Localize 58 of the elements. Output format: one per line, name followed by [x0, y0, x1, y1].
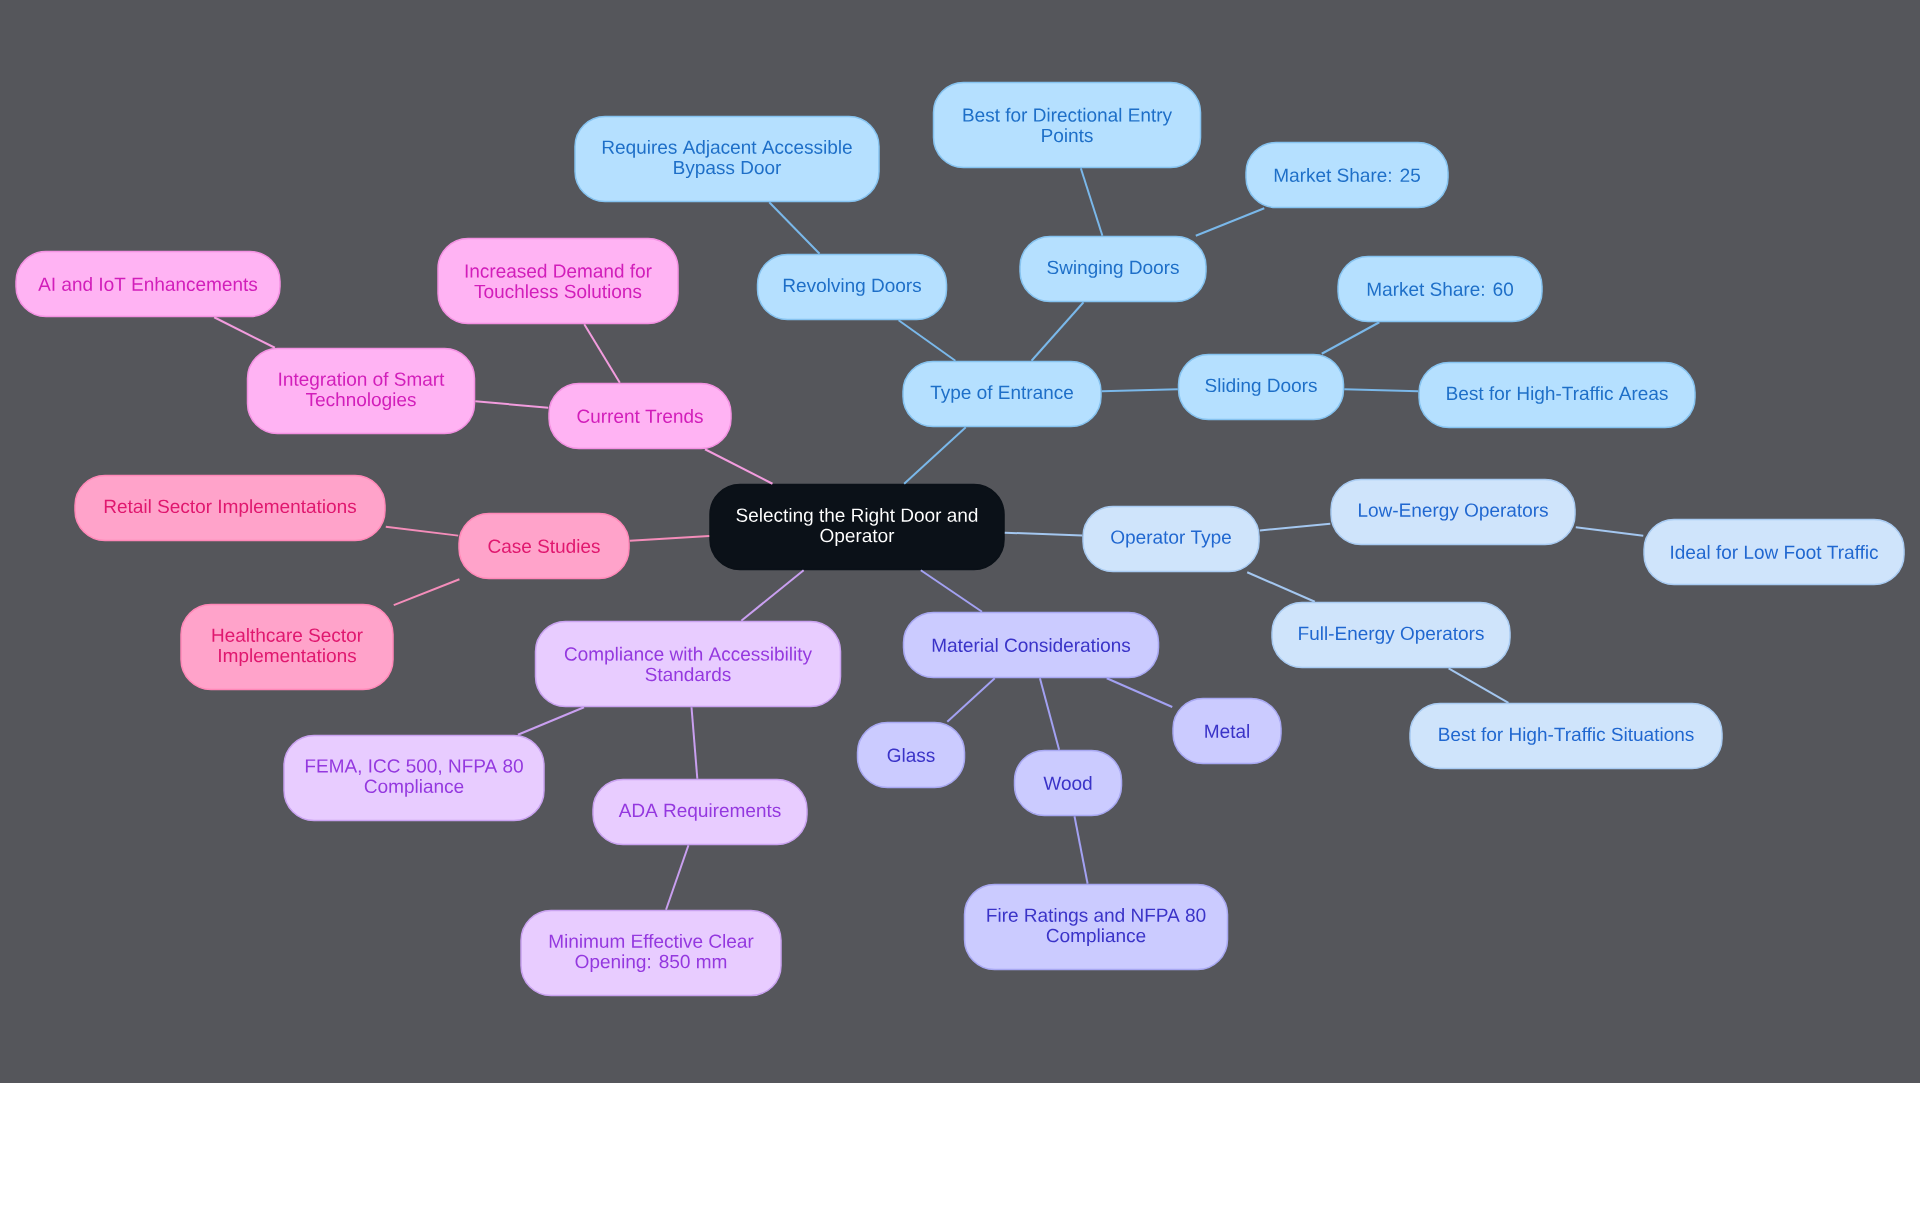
central-topic: Selecting the Right Door and Operator — [709, 483, 1005, 571]
connector-line — [474, 400, 550, 409]
subtopic-node: Swinging Doors — [1019, 235, 1207, 303]
connector-line — [628, 534, 711, 542]
subtopic-node: Ideal for Low Foot Traffic — [1643, 518, 1905, 586]
subtopic-node: Best for High-Traffic Situations — [1409, 702, 1723, 770]
topic-node: Type of Entrance — [902, 360, 1102, 428]
connector-line — [1038, 677, 1061, 751]
subtopic-node: Healthcare Sector Implementations — [180, 603, 394, 691]
topic-node: Case Studies — [458, 512, 630, 580]
subtopic-node: Market Share: 60 — [1337, 255, 1543, 323]
topic-node: Material Considerations — [902, 611, 1160, 679]
subtopic-node: Fire Ratings and NFPA 80 Compliance — [963, 883, 1229, 971]
subtopic-node: AI and IoT Enhancements — [15, 250, 281, 318]
subtopic-node: Requires Adjacent Accessible Bypass Door — [574, 115, 880, 203]
subtopic-node: Minimum Effective Clear Opening: 850 mm — [520, 909, 782, 997]
connector-line — [1100, 388, 1179, 393]
subtopic-node: Full-Energy Operators — [1271, 601, 1511, 669]
connector-line — [1194, 207, 1266, 237]
connector-line — [1447, 667, 1510, 704]
connector-line — [1003, 531, 1084, 537]
subtopic-node: Best for Directional Entry Points — [932, 81, 1202, 169]
connector-line — [897, 319, 957, 362]
connector-line — [213, 316, 276, 349]
subtopic-node: Market Share: 25 — [1245, 141, 1449, 209]
subtopic-node: Sliding Doors — [1177, 353, 1345, 421]
connector-line — [583, 323, 621, 384]
subtopic-node: Best for High-Traffic Areas — [1418, 361, 1696, 429]
connector-line — [1079, 167, 1104, 237]
subtopic-node: ADA Requirements — [592, 778, 808, 846]
subtopic-node: Low-Energy Operators — [1330, 478, 1576, 546]
subtopic-node: Increased Demand for Touchless Solutions — [437, 237, 679, 325]
connector-line — [1258, 522, 1332, 532]
connector-line — [1574, 526, 1645, 537]
connector-line — [665, 844, 690, 911]
connector-line — [1073, 815, 1089, 885]
topic-node: Operator Type — [1082, 505, 1260, 573]
connector-line — [384, 525, 460, 537]
subtopic-node: Retail Sector Implementations — [74, 474, 386, 542]
connector-line — [1320, 321, 1381, 355]
connector-line — [703, 448, 774, 485]
connector-line — [768, 201, 821, 255]
connector-line — [392, 578, 461, 607]
connector-line — [919, 569, 983, 613]
subtopic-node: Revolving Doors — [756, 253, 948, 321]
topic-node: Current Trends — [548, 382, 732, 450]
connector-line — [1343, 388, 1420, 393]
connector-line — [1030, 301, 1085, 362]
connector-line — [903, 426, 967, 485]
topic-node: Compliance with Accessibility Standards — [534, 620, 842, 708]
connector-line — [516, 706, 586, 736]
connector-line — [690, 706, 699, 780]
connector-line — [740, 569, 805, 622]
connector-line — [946, 677, 996, 723]
connector-line — [1105, 677, 1174, 708]
subtopic-node: FEMA, ICC 500, NFPA 80 Compliance — [283, 734, 545, 822]
connector-line — [1246, 571, 1316, 603]
subtopic-node: Integration of Smart Technologies — [246, 347, 476, 435]
